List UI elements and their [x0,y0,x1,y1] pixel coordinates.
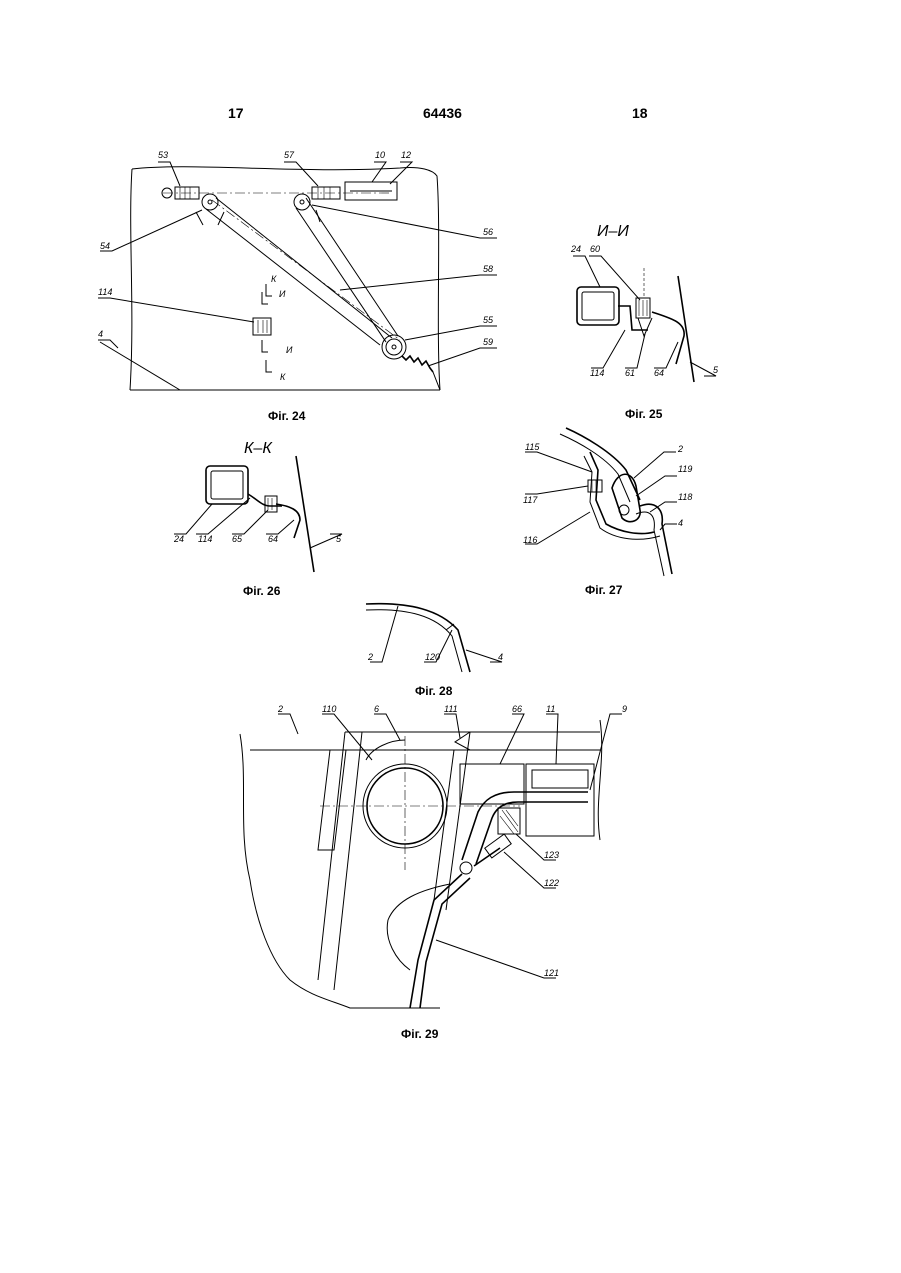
label-117: 117 [523,495,538,505]
label-53: 53 [158,150,168,160]
figure-25-caption: Фіг. 25 [625,407,662,421]
label-2: 2 [277,704,283,714]
label-9: 9 [622,704,627,714]
label-115: 115 [525,442,540,452]
label-2: 2 [677,444,683,454]
label-116: 116 [523,535,537,545]
label-4: 4 [98,329,103,339]
label-61: 61 [625,368,635,378]
label-4: 4 [678,518,683,528]
section-mark-k-bottom: К [280,372,286,382]
figure-25-drawing: И–И 24 60 114 61 64 5 [570,223,719,382]
label-65: 65 [232,534,243,544]
label-111: 111 [444,704,458,714]
label-54: 54 [100,241,110,251]
label-2: 2 [367,652,373,662]
figure-26-caption: Фіг. 26 [243,584,280,598]
label-58: 58 [483,264,493,274]
label-118: 118 [678,492,692,502]
figure-24-caption: Фіг. 24 [268,409,305,423]
label-122: 122 [544,878,559,888]
label-114: 114 [198,534,212,544]
label-64: 64 [654,368,664,378]
label-64: 64 [268,534,278,544]
label-24: 24 [570,244,581,254]
figure-29-drawing: 2 110 6 111 66 11 9 123 122 121 [240,704,627,1008]
figure-24-drawing: 53 57 10 12 54 56 58 114 55 59 4 К И И К [98,150,497,390]
label-6: 6 [374,704,379,714]
label-123: 123 [544,850,559,860]
figure-28-drawing: 2 120 4 [366,604,503,672]
label-121: 121 [544,968,559,978]
label-10: 10 [375,150,385,160]
section-title-k-k: К–К [244,440,273,457]
label-56: 56 [483,227,493,237]
label-114: 114 [98,287,112,297]
figure-27-drawing: 115 2 119 117 118 116 4 [523,428,692,576]
label-57: 57 [284,150,295,160]
section-mark-i-bottom: И [286,345,293,355]
label-119: 119 [678,464,692,474]
label-60: 60 [590,244,600,254]
label-55: 55 [483,315,494,325]
label-120: 120 [425,652,440,662]
label-24: 24 [173,534,184,544]
label-66: 66 [512,704,522,714]
figure-29-caption: Фіг. 29 [401,1027,438,1041]
label-59: 59 [483,337,493,347]
section-mark-i-top: И [279,289,286,299]
figure-27-caption: Фіг. 27 [585,583,622,597]
label-5: 5 [336,534,342,544]
label-11: 11 [546,704,555,714]
label-110: 110 [322,704,336,714]
figure-26-drawing: К–К 24 114 65 64 5 [173,440,342,572]
section-mark-k-top: К [271,274,277,284]
figure-28-caption: Фіг. 28 [415,684,452,698]
section-title-i-i: И–И [597,223,629,240]
label-12: 12 [401,150,411,160]
label-4: 4 [498,652,503,662]
label-114: 114 [590,368,604,378]
label-5: 5 [713,365,719,375]
